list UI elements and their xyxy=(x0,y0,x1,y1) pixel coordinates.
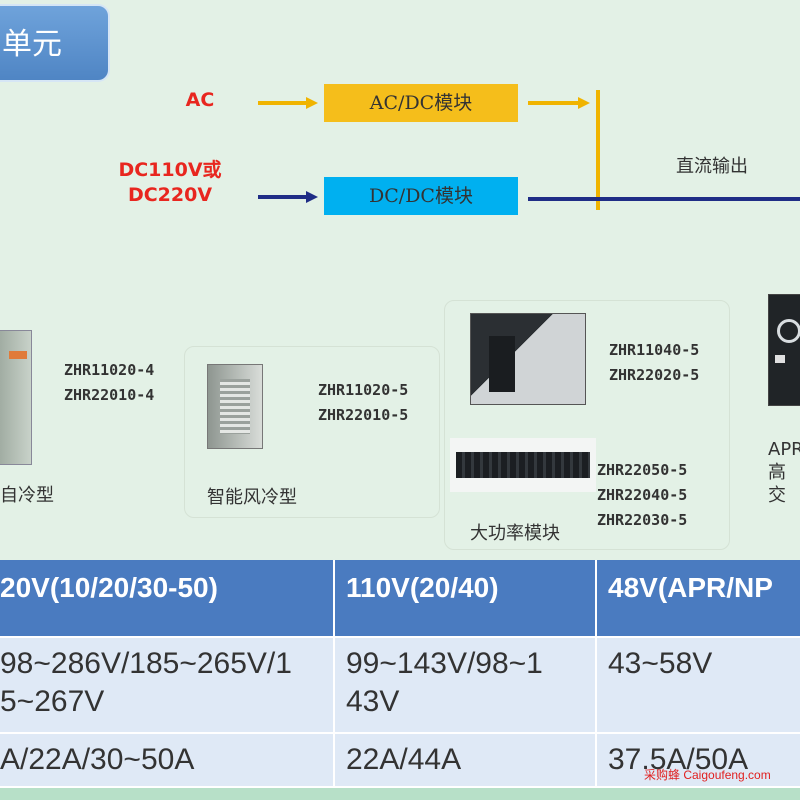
dc-input-line1: DC110V或 xyxy=(118,159,222,181)
table-row xyxy=(0,734,800,786)
voltage-cell: 43~58V xyxy=(608,647,713,680)
table-header-row xyxy=(0,560,800,636)
high-power-models-top: ZHR11040-5 ZHR22020-5 xyxy=(609,338,699,388)
dcdc-module-label: DC/DC模块 xyxy=(369,185,473,207)
high-power-models-bottom: ZHR22050-5 ZHR22040-5 ZHR22030-5 xyxy=(597,458,687,533)
model-label: ZHR22020-5 xyxy=(609,366,700,384)
rack-device-image xyxy=(450,438,596,492)
model-label: ZHR11040-5 xyxy=(609,341,700,359)
model-label: ZHR22010-4 xyxy=(64,386,155,404)
model-label: ZHR22030-5 xyxy=(597,511,688,529)
page-title: 单元 xyxy=(2,27,62,62)
table-footer-strip xyxy=(0,788,800,800)
fan-cooled-models: ZHR11020-5 ZHR22010-5 xyxy=(318,378,408,428)
dcdc-module-box: DC/DC模块 xyxy=(324,177,518,215)
voltage-cell: 99~143V/98~1 xyxy=(346,647,543,680)
watermark: 采购蜂 Caigoufeng.com xyxy=(644,768,771,782)
dc-input-label: DC110V或 DC220V xyxy=(100,158,240,208)
model-label: ZHR22050-5 xyxy=(597,461,688,479)
spec-table: 20V(10/20/30-50) 110V(20/40) 48V(APR/NP … xyxy=(0,560,800,800)
model-label: ZHR22040-5 xyxy=(597,486,688,504)
voltage-cell: 5~267V xyxy=(0,685,105,718)
fan-cooled-device-image xyxy=(207,364,263,449)
header-cell: 20V(10/20/30-50) xyxy=(0,572,218,603)
voltage-cell: 98~286V/185~265V/1 xyxy=(0,647,292,680)
ac-input-label: AC xyxy=(185,89,215,111)
header-cell: 48V(APR/NP xyxy=(608,572,773,603)
dc-arrow-head xyxy=(306,191,318,203)
natural-cooling-caption: 自冷型 xyxy=(0,485,54,506)
current-cell: 37.5A/50A xyxy=(608,743,749,776)
current-cell: 22A/44A xyxy=(346,743,462,776)
dc-output-label: 直流输出 xyxy=(676,156,748,177)
high-power-caption: 大功率模块 xyxy=(470,523,560,544)
column-divider xyxy=(333,560,335,788)
natural-cooling-device-image xyxy=(0,330,32,465)
apr-caption: APR 高交 xyxy=(768,438,800,507)
acdc-module-box: AC/DC模块 xyxy=(324,84,518,122)
natural-cooling-models: ZHR11020-4 ZHR22010-4 xyxy=(64,358,154,408)
apr-caption-line1: APR xyxy=(768,439,800,460)
model-label: ZHR11020-4 xyxy=(64,361,155,379)
ac-arrow-head xyxy=(306,97,318,109)
apr-caption-line2: 高交 xyxy=(768,462,786,506)
model-label: ZHR11020-5 xyxy=(318,381,409,399)
model-label: ZHR22010-5 xyxy=(318,406,409,424)
fan-cooled-panel xyxy=(184,346,440,518)
apr-device-image xyxy=(768,294,800,406)
table-row xyxy=(0,638,800,732)
title-tab: 单元 xyxy=(0,4,110,82)
header-cell: 110V(20/40) xyxy=(346,572,499,603)
flow-diagram xyxy=(258,90,800,210)
dc-input-line2: DC220V xyxy=(127,184,213,206)
voltage-cell: 43V xyxy=(346,685,400,718)
high-power-panel xyxy=(444,300,730,550)
high-power-device-image xyxy=(470,313,586,405)
acdc-module-label: AC/DC模块 xyxy=(369,92,473,114)
column-divider xyxy=(595,560,597,788)
acdc-out-head xyxy=(578,97,590,109)
fan-cooled-caption: 智能风冷型 xyxy=(207,487,297,508)
current-cell: A/22A/30~50A xyxy=(0,743,195,776)
